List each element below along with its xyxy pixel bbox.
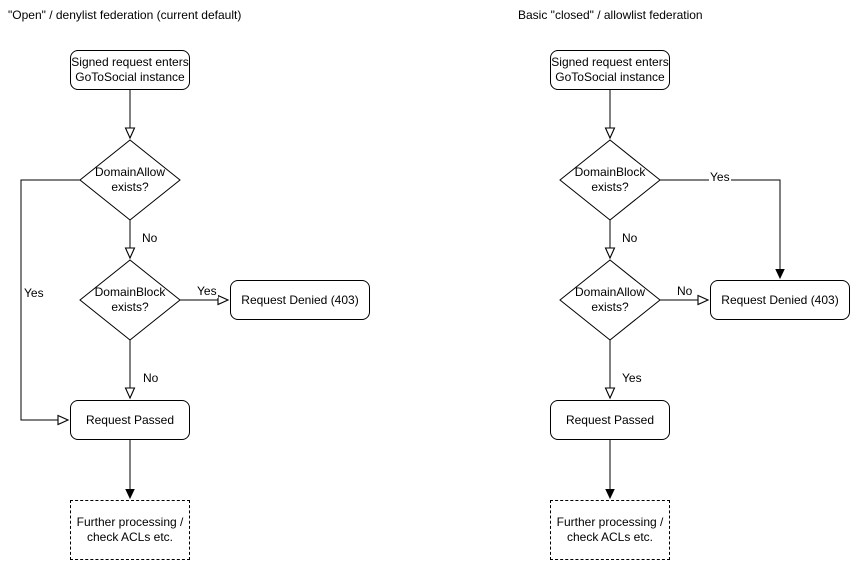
left-decision1-yes-label: Yes (23, 286, 45, 300)
right-decision1-diamond (559, 139, 661, 221)
right-start-line1: Signed request enters (551, 55, 669, 69)
left-further-line2: check ACLs etc. (86, 530, 174, 544)
right-decision1-yes-label: Yes (709, 170, 731, 184)
right-denied-node: Request Denied (403) (710, 280, 850, 320)
right-start-node: Signed request enters GoToSocial instanc… (550, 50, 670, 90)
right-decision2-no-label: No (676, 284, 694, 298)
left-start-node: Signed request enters GoToSocial instanc… (70, 50, 190, 90)
right-passed-node: Request Passed (550, 400, 670, 440)
right-diagram-title: Basic "closed" / allowlist federation (518, 8, 703, 22)
left-decision1-diamond (79, 139, 181, 221)
right-further-line2: check ACLs etc. (566, 530, 654, 544)
left-denied-node: Request Denied (403) (230, 280, 370, 320)
left-decision1-no-label: No (141, 231, 159, 245)
right-passed-label: Request Passed (565, 412, 655, 427)
left-further-node: Further processing / check ACLs etc. (70, 500, 190, 560)
left-decision2-yes-label: Yes (196, 284, 218, 298)
left-passed-label: Request Passed (85, 412, 175, 427)
left-passed-node: Request Passed (70, 400, 190, 440)
left-denied-label: Request Denied (403) (241, 292, 359, 307)
right-edge-decision1-yes (660, 179, 780, 278)
left-edge-decision1-yes (20, 179, 80, 426)
left-diagram-title: "Open" / denylist federation (current de… (8, 8, 242, 22)
right-further-node: Further processing / check ACLs etc. (550, 500, 670, 560)
right-decision2-diamond (559, 259, 661, 341)
right-decision1-no-label: No (621, 231, 639, 245)
left-decision2-diamond (79, 259, 181, 341)
right-denied-label: Request Denied (403) (721, 292, 839, 307)
left-start-line1: Signed request enters (71, 55, 189, 69)
left-decision2-no-label: No (142, 371, 160, 385)
right-further-line1: Further processing / (556, 515, 664, 529)
right-start-line2: GoToSocial instance (555, 70, 665, 84)
right-decision2-yes-label: Yes (621, 371, 643, 385)
left-further-line1: Further processing / (76, 515, 184, 529)
left-start-line2: GoToSocial instance (75, 70, 185, 84)
